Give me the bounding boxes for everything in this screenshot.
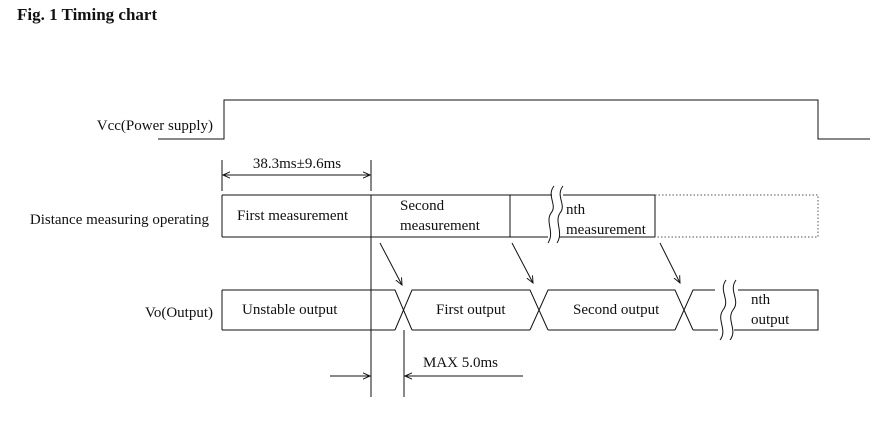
output-top-rail — [222, 289, 715, 331]
measurement-blocks — [221, 185, 819, 244]
nth-measurement-label-line1: nth — [566, 202, 586, 218]
nth-output-label-line2: output — [751, 312, 790, 328]
second-output-label: Second output — [573, 302, 660, 318]
nth-output-label-line1: nth — [751, 292, 771, 308]
nth-result-arrow — [659, 242, 680, 283]
second-measurement-label-line1: Second — [400, 198, 445, 214]
measurement-break-mark — [547, 185, 564, 244]
figure-title: Fig. 1 Timing chart — [17, 5, 158, 24]
vcc-waveform — [158, 99, 870, 140]
unstable-output-label: Unstable output — [242, 302, 338, 318]
second-result-arrow — [511, 242, 533, 283]
measurement-outline — [221, 194, 656, 238]
first-measurement-label: First measurement — [237, 208, 349, 224]
future-measurement-dotted-box — [655, 194, 819, 238]
first-output-label: First output — [436, 302, 506, 318]
vcc-signal-label: Vcc(Power supply) — [97, 118, 213, 134]
output-waveform — [221, 279, 819, 341]
output-end-segment — [734, 289, 819, 331]
distance-signal-label: Distance measuring operating — [30, 212, 210, 228]
period-label: 38.3ms±9.6ms — [253, 156, 341, 172]
output-break-mark — [719, 279, 737, 341]
vo-signal-label: Vo(Output) — [145, 305, 213, 321]
nth-measurement-label-line2: measurement — [566, 222, 647, 238]
second-measurement-label-line2: measurement — [400, 218, 481, 234]
first-result-arrow — [379, 242, 402, 285]
delay-label: MAX 5.0ms — [423, 355, 498, 371]
